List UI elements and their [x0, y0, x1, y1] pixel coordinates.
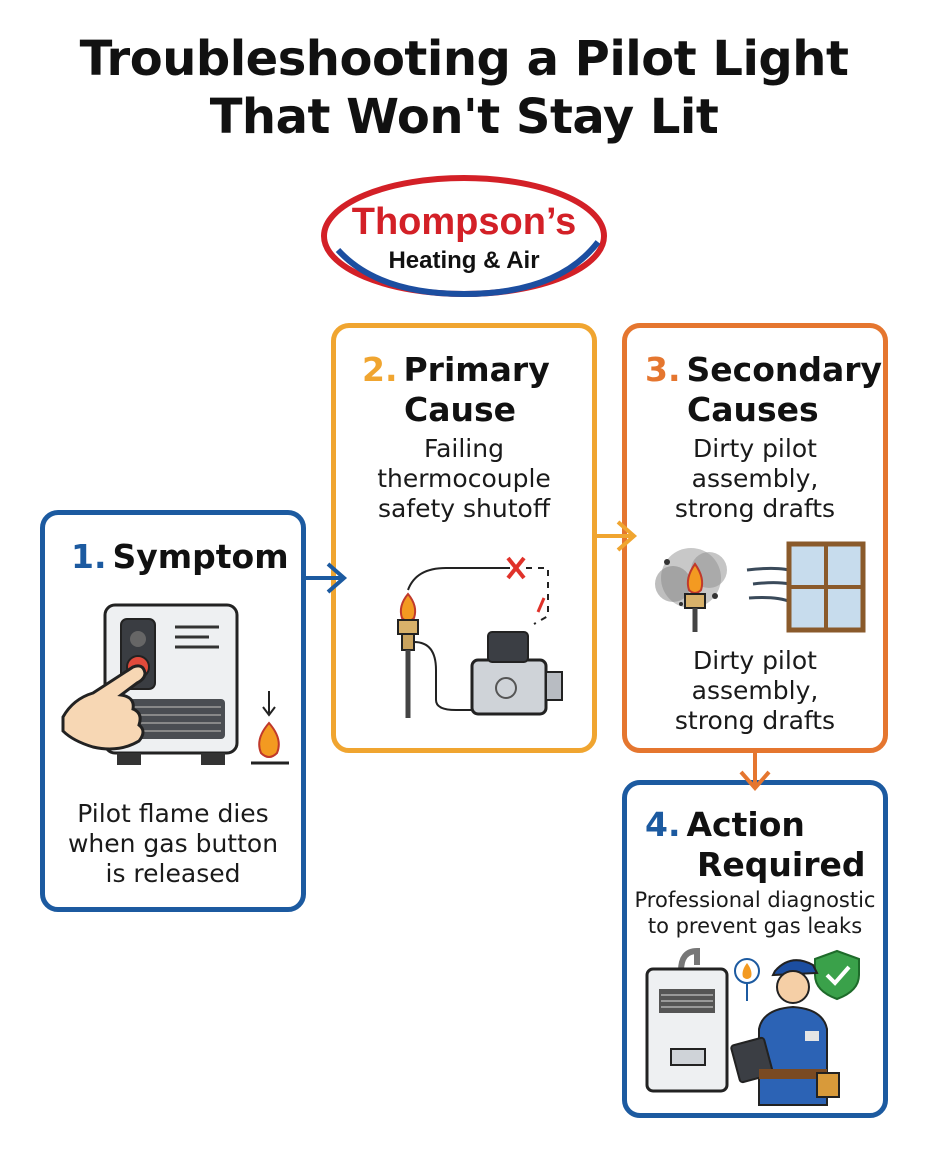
- secondary-line: assembly,: [691, 676, 819, 705]
- primary-line: safety shutoff: [377, 494, 551, 523]
- step-number: 4.: [645, 805, 681, 844]
- title-line-2: That Won't Stay Lit: [209, 89, 719, 145]
- primary-description: Failing thermocouple safety shutoff: [336, 434, 592, 524]
- symptom-description: Pilot flame dies when gas button is rele…: [45, 799, 301, 889]
- arrow-1-to-2: [306, 562, 348, 594]
- secondary-line: Dirty pilot: [693, 434, 817, 463]
- heading-text: Action: [686, 805, 805, 844]
- action-heading: 4.Action Required: [645, 805, 866, 885]
- step-number: 1.: [71, 537, 107, 576]
- secondary-line: strong drafts: [674, 494, 836, 523]
- action-line: Professional diagnostic: [634, 888, 876, 912]
- heading-text: Required: [697, 845, 866, 884]
- symptom-heading: 1.Symptom: [71, 537, 289, 577]
- step-number: 3.: [645, 350, 681, 389]
- thermocouple-valve-illustration: [397, 556, 563, 718]
- step-primary-cause-card: 2.Primary Cause Failing thermocouple saf…: [331, 323, 597, 753]
- secondary-heading: 3.Secondary Causes: [645, 350, 882, 430]
- action-description: Professional diagnostic to prevent gas l…: [627, 887, 883, 939]
- secondary-description-top: Dirty pilot assembly, strong drafts: [627, 434, 883, 524]
- logo-name: Thompson’s: [352, 201, 576, 243]
- step-symptom-card: 1.Symptom Pilot flame dies when gas butt…: [40, 510, 306, 912]
- logo-tagline: Heating & Air: [388, 247, 539, 274]
- heading-text: Primary: [403, 350, 550, 389]
- primary-line: Failing: [424, 434, 504, 463]
- title-line-1: Troubleshooting a Pilot Light: [79, 31, 849, 87]
- symptom-line: is released: [105, 859, 241, 888]
- secondary-line: assembly,: [691, 464, 819, 493]
- secondary-description-bottom: Dirty pilot assembly, strong drafts: [627, 646, 883, 736]
- step-action-required-card: 4.Action Required Professional diagnosti…: [622, 780, 888, 1118]
- heading-text: Cause: [404, 390, 517, 429]
- step-number: 2.: [362, 350, 398, 389]
- symptom-line: Pilot flame dies: [77, 799, 269, 828]
- primary-line: thermocouple: [377, 464, 551, 493]
- step-secondary-causes-card: 3.Secondary Causes Dirty pilot assembly,…: [622, 323, 888, 753]
- heading-text: Secondary: [686, 350, 883, 389]
- technician-illustration: [645, 947, 860, 1106]
- arrow-2-to-3: [597, 520, 638, 552]
- thompsons-logo: Thompson’s Heating & Air: [321, 175, 607, 298]
- heading-text: Causes: [687, 390, 819, 429]
- arrow-3-to-4: [739, 753, 771, 792]
- secondary-line: Dirty pilot: [693, 646, 817, 675]
- dirt-draft-illustration: [655, 541, 866, 633]
- secondary-line: strong drafts: [674, 706, 836, 735]
- furnace-button-illustration: [61, 603, 289, 765]
- primary-heading: 2.Primary Cause: [362, 350, 550, 430]
- symptom-line: when gas button: [67, 829, 279, 858]
- page-title: Troubleshooting a Pilot Light That Won't…: [0, 30, 928, 146]
- heading-text: Symptom: [112, 537, 289, 576]
- action-line: to prevent gas leaks: [647, 914, 863, 938]
